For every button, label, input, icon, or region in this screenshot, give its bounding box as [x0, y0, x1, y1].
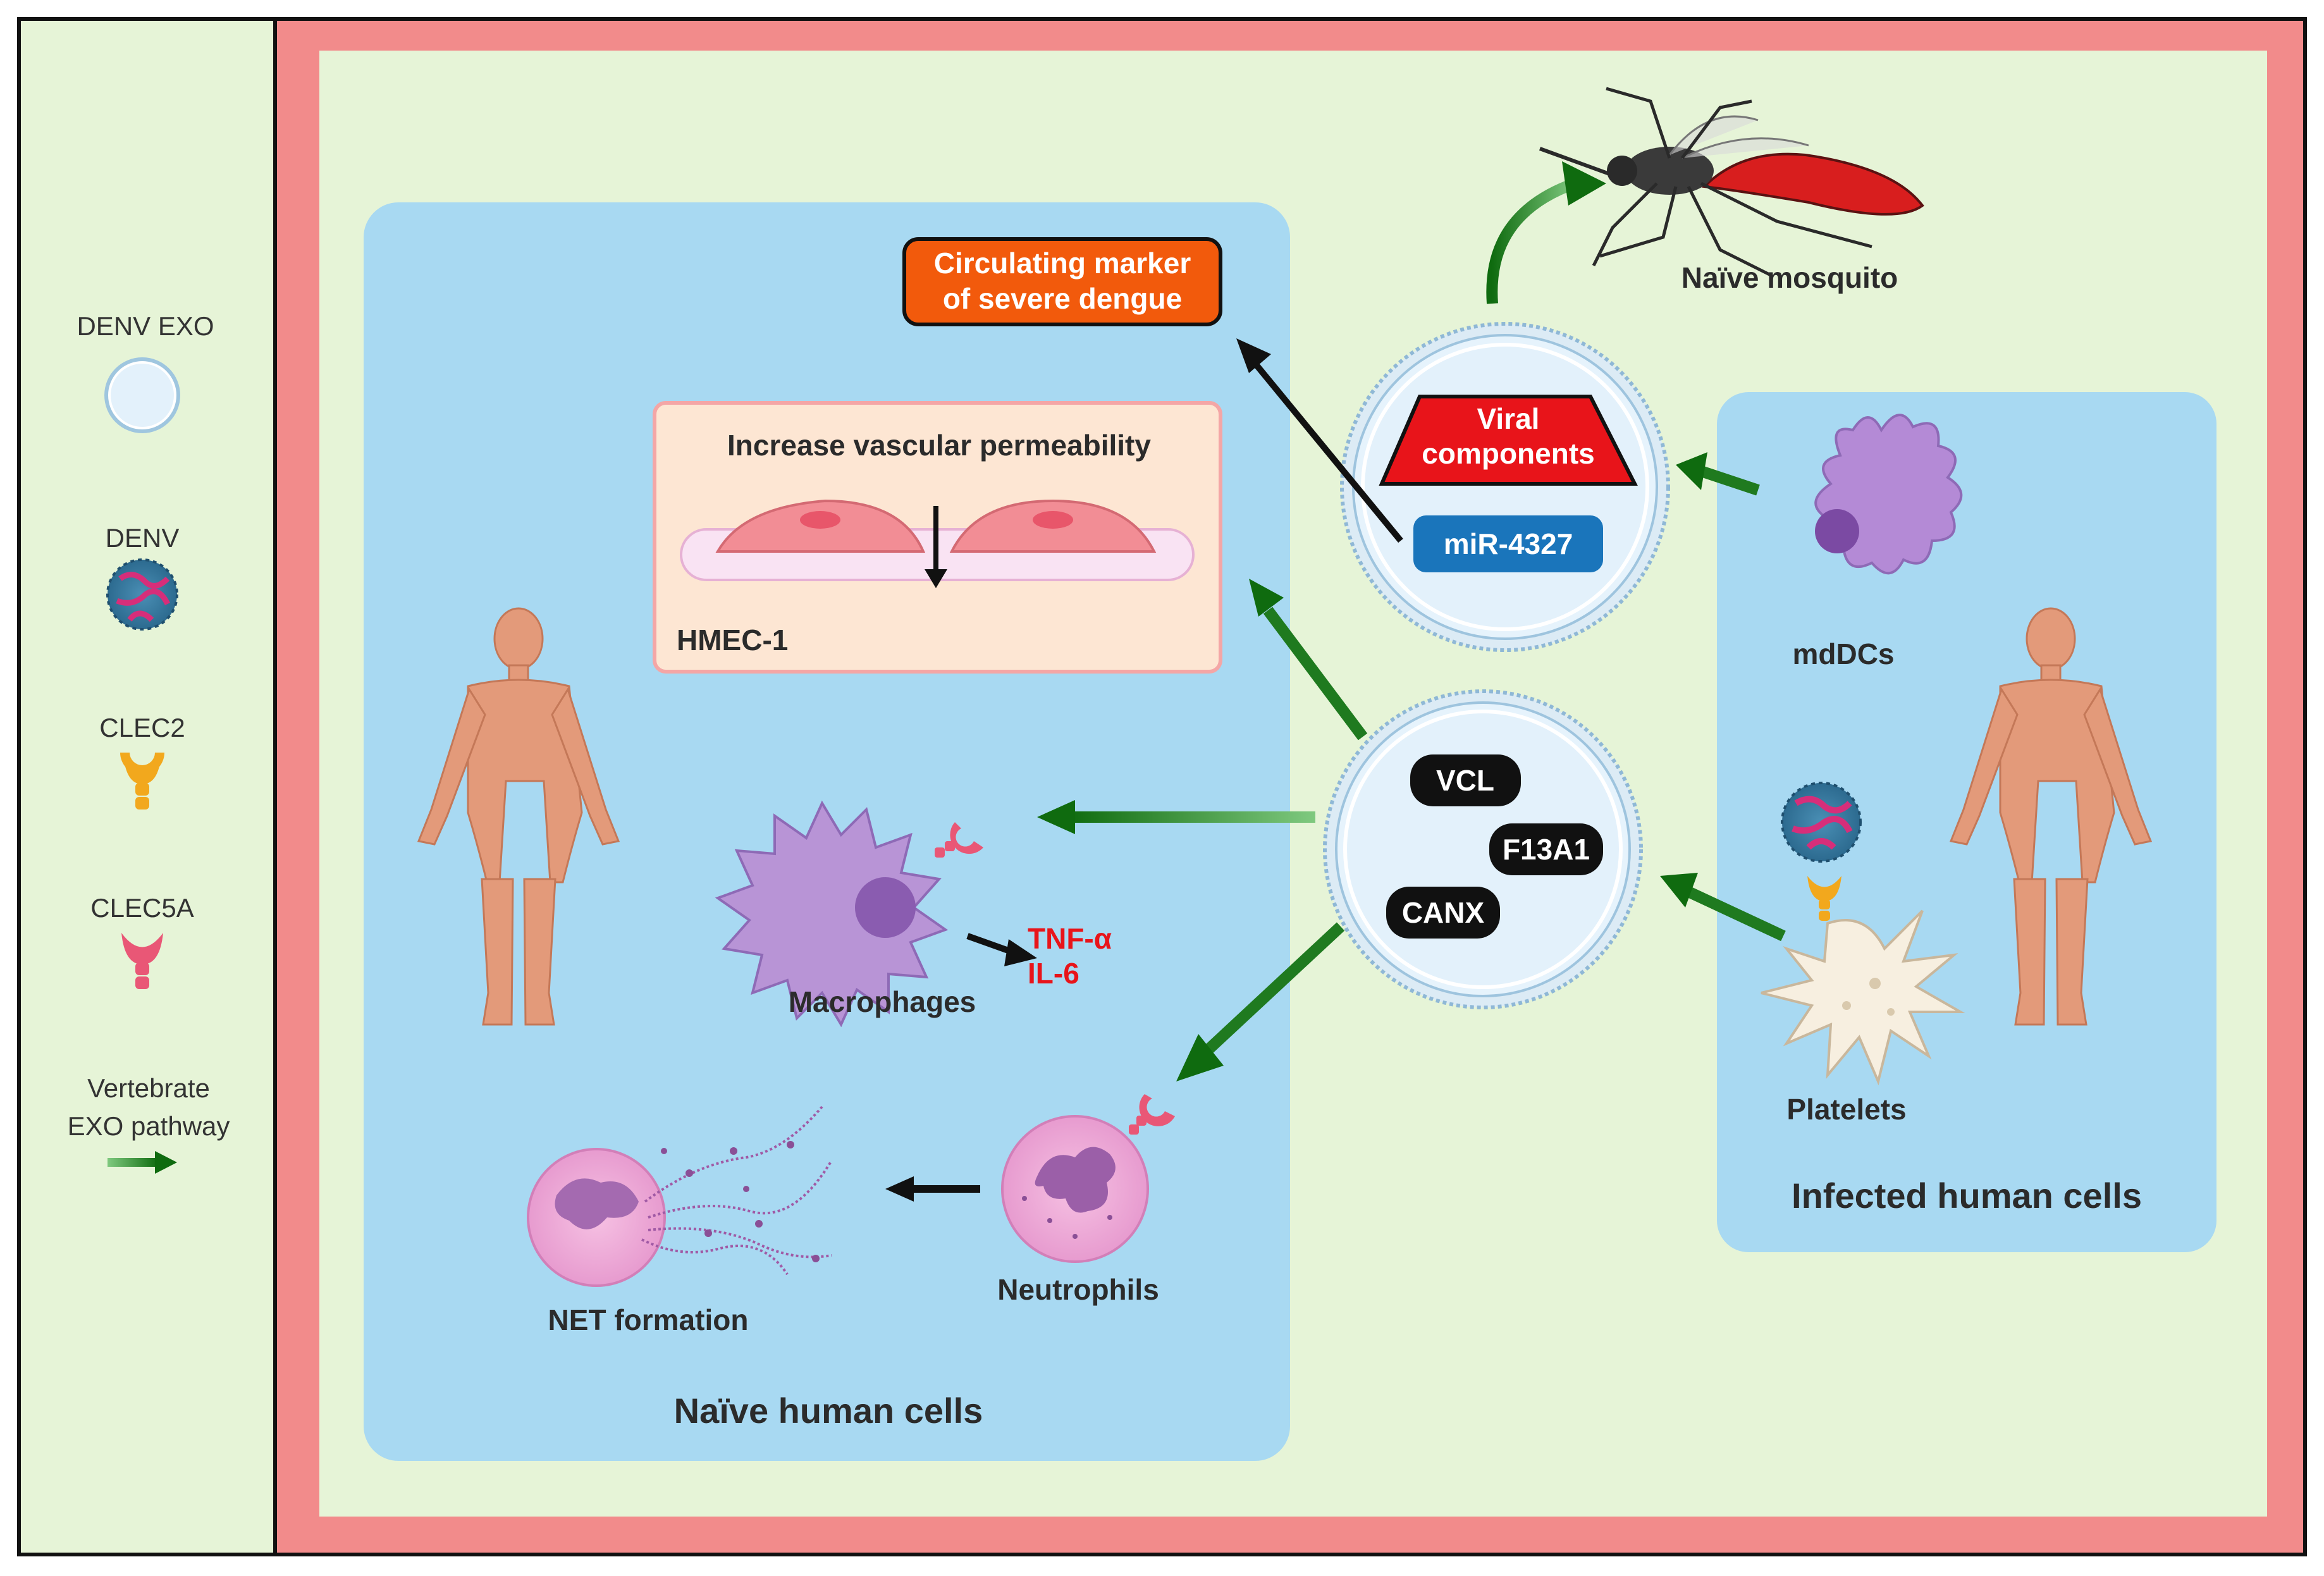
hmec-label: HMEC-1: [677, 624, 788, 656]
viral-label-line1: Viral: [1477, 402, 1540, 435]
human-figure-left: [417, 607, 620, 1026]
protein-pill-f13a1: [1489, 823, 1603, 875]
platelets-label: Platelets: [1786, 1093, 1906, 1126]
permeability-arrowhead: [925, 569, 947, 588]
neutrophil-cell: [1001, 1115, 1149, 1263]
viral-components-shape: [1379, 395, 1638, 486]
arrow-exosome-to-macrophage: [1069, 811, 1315, 823]
exosome-viral: [1340, 322, 1670, 652]
legend-clec5a-label: CLEC5A: [90, 893, 194, 923]
green-arrow-legend-icon: [108, 1151, 177, 1174]
arrow-exosome-to-vascular-head: [1249, 579, 1284, 617]
net-formation-cell: [527, 1105, 833, 1287]
marker-label-line1: Circulating marker: [934, 247, 1191, 280]
endothelial-nucleus-left: [800, 511, 840, 529]
arrow-exosome-to-mosquito: [1486, 178, 1577, 304]
arrow-exosome-to-vascular: [1263, 606, 1368, 741]
protein-f13a1-label: F13A1: [1503, 833, 1590, 866]
clec2-receptor-icon: [120, 753, 164, 810]
human-figure-right: [1949, 607, 2153, 1026]
arrow-exosome-to-neutrophil-head: [1176, 1034, 1224, 1081]
legend-pathway-label-line1: Vertebrate: [87, 1073, 210, 1103]
protein-vcl-label: VCL: [1436, 764, 1494, 797]
protein-canx-label: CANX: [1402, 896, 1485, 929]
legend-panel: DENV EXO DENV CLEC2 CLEC5A Vertebrate EX…: [17, 17, 277, 1556]
exosome-legend-icon: [104, 357, 180, 433]
naive-mosquito-label: Naïve mosquito: [1682, 261, 1898, 294]
platelet-clec2-receptor: [1807, 876, 1841, 921]
mosquito-illustration: [1539, 87, 1924, 277]
arrow-platelets-to-exosome-head: [1660, 873, 1698, 908]
mddcs-label: mdDCs: [1792, 637, 1894, 670]
net-formation-label: NET formation: [548, 1303, 749, 1336]
legend-clec2-label: CLEC2: [99, 713, 185, 742]
infected-panel-title: Infected human cells: [1792, 1176, 2142, 1216]
protein-pill-vcl: [1410, 754, 1521, 806]
macrophage-clec5a-receptor: [935, 822, 983, 858]
endothelial-nucleus-right: [1033, 511, 1073, 529]
mirna-badge: [1413, 515, 1603, 572]
circulating-marker-box: [902, 237, 1222, 326]
denv-virus-icon: [1781, 782, 1862, 863]
arrow-mddcs-to-exosome-head: [1676, 452, 1707, 490]
legend-denv-exo-label: DENV EXO: [77, 311, 214, 341]
arrow-to-circulating-marker: [1253, 361, 1403, 543]
marker-label-line2: of severe dengue: [943, 282, 1182, 315]
neutrophil-clec5a-receptor: [1129, 1094, 1175, 1135]
macrophage-cytokine-arrow: [966, 933, 1013, 955]
tnf-label: TNF-α: [1028, 922, 1112, 955]
vascular-title: Increase vascular permeability: [727, 429, 1151, 462]
virus-legend-icon: [106, 558, 178, 631]
mddc-cell: [1814, 414, 1963, 575]
arrow-mddcs-to-exosome: [1699, 465, 1760, 496]
mirna-label: miR-4327: [1444, 527, 1573, 560]
il6-label: IL-6: [1028, 957, 1079, 990]
protein-pill-canx: [1386, 887, 1500, 939]
macrophage-cell: [715, 800, 949, 1028]
platelet-cell: [1761, 909, 1965, 1086]
macrophages-label: Macrophages: [789, 985, 976, 1018]
arrow-exosome-to-neutrophil: [1200, 922, 1345, 1057]
macrophage-cytokine-arrowhead: [1004, 939, 1037, 966]
viral-label-line2: components: [1422, 437, 1594, 470]
arrow-platelets-to-exosome: [1686, 886, 1786, 942]
arrow-exosome-to-macrophage-head: [1037, 800, 1075, 834]
arrow-to-circulating-marker-head: [1236, 338, 1271, 373]
neutrophils-label: Neutrophils: [997, 1273, 1159, 1306]
arrow-exosome-to-mosquito-head: [1562, 161, 1606, 206]
naive-panel-title: Naïve human cells: [674, 1391, 983, 1431]
legend-pathway-label-line2: EXO pathway: [68, 1111, 230, 1141]
clec5a-receptor-icon: [121, 933, 163, 989]
neutrophil-to-net-arrowhead: [885, 1176, 914, 1202]
legend-denv-label: DENV: [106, 523, 180, 553]
